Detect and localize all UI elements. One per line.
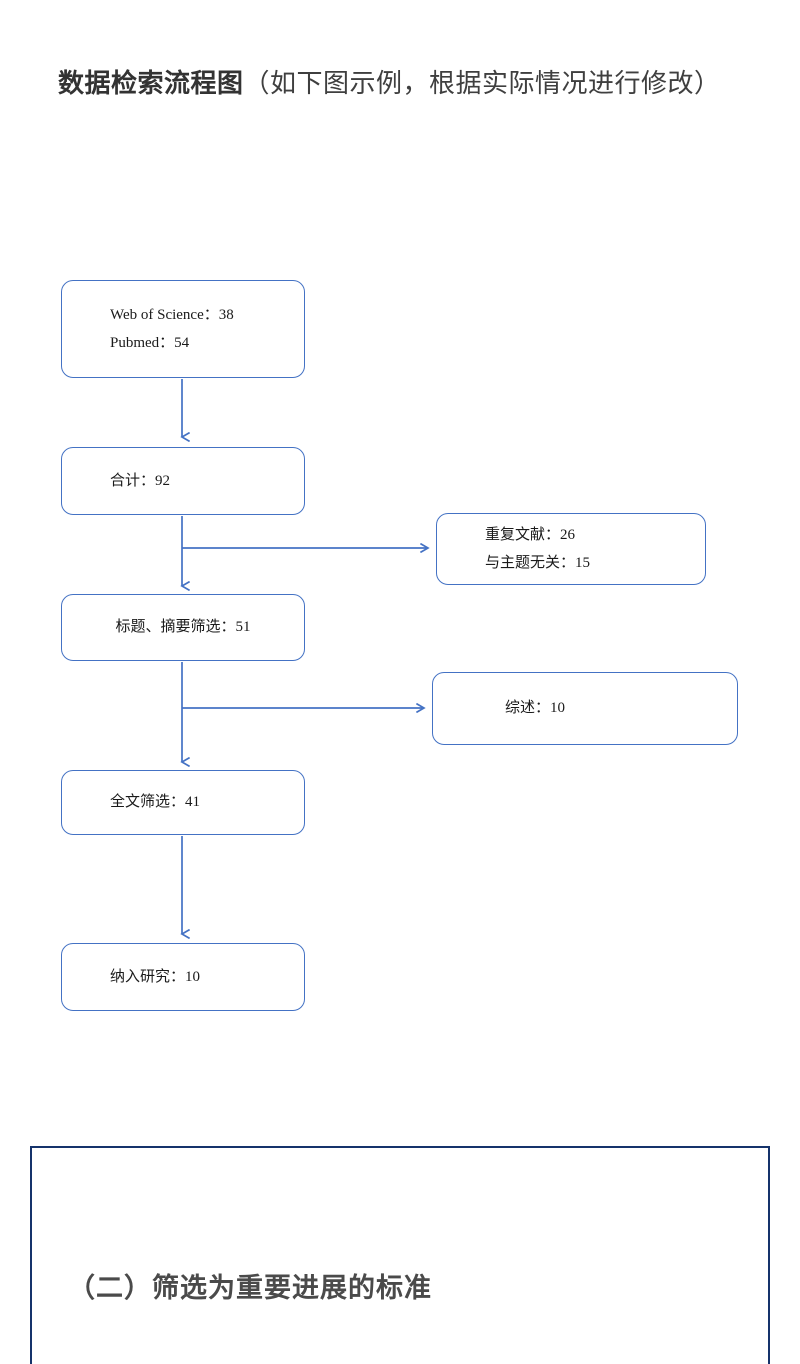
flow-node-sources-line-2: Pubmed：54 [110, 335, 190, 351]
page-title-note: （如下图示例，根据实际情况进行修改） [243, 68, 721, 98]
flow-node-included-studies[interactable]: 纳入研究：10 [61, 943, 305, 1011]
flow-node-fulltext-screening-line-1: 全文筛选：41 [110, 794, 201, 811]
page-title: 数据检索流程图（如下图示例，根据实际情况进行修改） [58, 58, 758, 109]
page-title-strong: 数据检索流程图 [58, 68, 244, 98]
flow-node-sources[interactable]: Web of Science：38 Pubmed：54 [61, 280, 305, 378]
flow-node-title-abstract-screening-line-1: 标题、摘要筛选：51 [115, 619, 251, 636]
flow-node-excluded-reviews-line-1: 综述：10 [505, 700, 566, 717]
flow-node-sources-line-1: Web of Science：38 [110, 306, 234, 323]
flow-node-excluded-duplicates-line-2: 与主题无关：15 [485, 555, 591, 571]
criteria-section-box: （二）筛选为重要进展的标准 [30, 1146, 770, 1364]
criteria-section-heading: （二）筛选为重要进展的标准 [68, 1273, 432, 1303]
flow-node-included-studies-line-1: 纳入研究：10 [110, 968, 201, 985]
flow-node-excluded-duplicates[interactable]: 重复文献：26 与主题无关：15 [436, 513, 706, 585]
flow-node-fulltext-screening[interactable]: 全文筛选：41 [61, 770, 305, 835]
flow-node-excluded-duplicates-line-1: 重复文献：26 [485, 526, 576, 543]
flow-node-total[interactable]: 合计：92 [61, 447, 305, 515]
flow-node-title-abstract-screening[interactable]: 标题、摘要筛选：51 [61, 594, 305, 661]
flow-node-excluded-reviews[interactable]: 综述：10 [432, 672, 738, 745]
data-retrieval-flowchart: Web of Science：38 Pubmed：54 合计：92 重复文献：2… [61, 280, 738, 1011]
flow-node-total-line-1: 合计：92 [110, 472, 171, 489]
